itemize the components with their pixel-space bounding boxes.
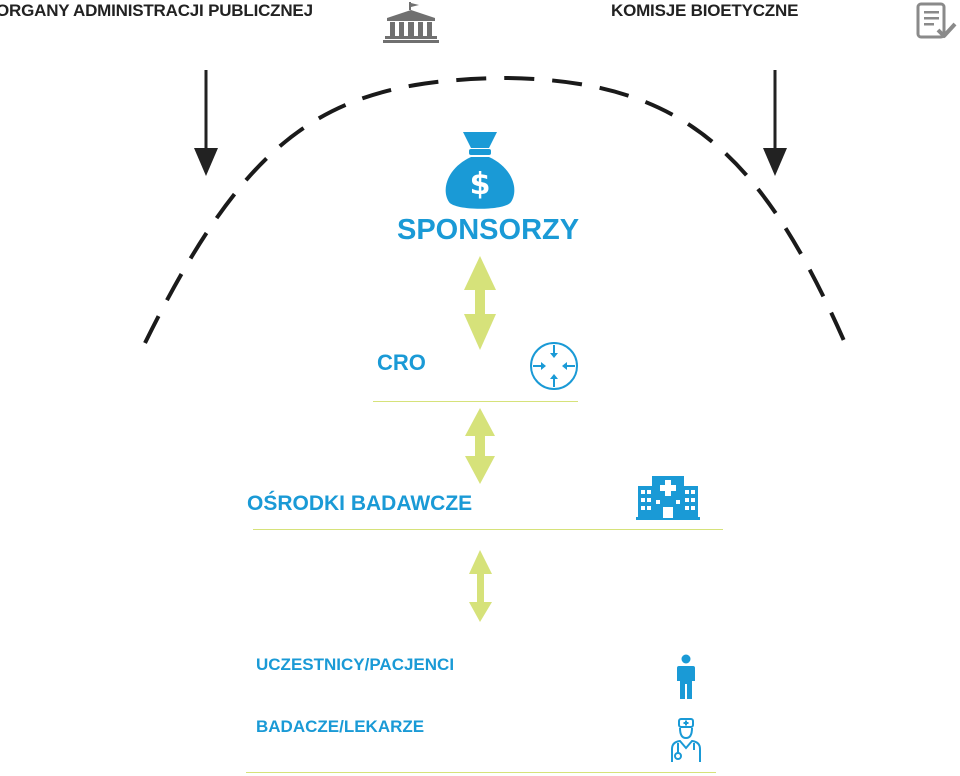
public-admin-down-arrow [194, 70, 218, 176]
investigators-label: BADACZE/LEKARZE [256, 717, 425, 736]
cro-label: CRO [377, 350, 426, 375]
target-crosshair-icon [530, 342, 578, 390]
bioethics-down-arrow [763, 70, 787, 176]
sponsors-label: SPONSORZY [397, 214, 580, 246]
sponsors-cro-double-arrow [464, 256, 496, 350]
person-icon [677, 654, 695, 699]
doctor-icon [671, 718, 701, 762]
public-admin-label: ORGANY ADMINISTRACJI PUBLICZNEJ [0, 1, 313, 20]
research-centers-divider [253, 529, 723, 530]
bioethics-label: KOMISJE BIOETYCZNE [611, 1, 799, 20]
checklist-document-icon [916, 2, 957, 39]
centers-participants-double-arrow [469, 550, 492, 622]
hospital-icon [636, 476, 700, 520]
research-centers-label: OŚRODKI BADAWCZE [247, 492, 473, 515]
participants-divider [246, 772, 716, 773]
regulatory-umbrella-arc [143, 75, 847, 344]
participants-label: UCZESTNICY/PACJENCI [256, 655, 455, 674]
government-building-icon [383, 2, 439, 43]
svg-text:$: $ [470, 167, 491, 202]
money-bag-icon: $ [445, 132, 515, 209]
cro-divider [373, 401, 578, 402]
cro-centers-double-arrow [465, 408, 495, 484]
